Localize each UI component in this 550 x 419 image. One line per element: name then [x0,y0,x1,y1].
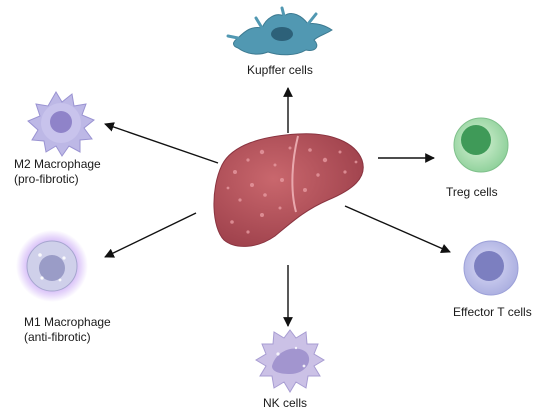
effector-t-cell-icon [463,240,519,296]
m1-macrophage-label-line1: M1 Macrophage [24,315,111,329]
m1-macrophage-label-line2: (anti-fibrotic) [24,330,91,344]
arrow-to-m2 [104,122,219,164]
liver-illustration [213,133,364,247]
m1-macrophage-label: M1 Macrophage (anti-fibrotic) [24,315,111,345]
m2-macrophage-label: M2 Macrophage (pro-fibrotic) [14,157,101,187]
effector-t-cells-label: Effector T cells [453,305,532,319]
m2-macrophage-label-line1: M2 Macrophage [14,157,101,171]
treg-cells-label: Treg cells [446,185,498,199]
arrow-to-m1 [104,212,197,258]
m2-macrophage-label-line2: (pro-fibrotic) [14,172,79,186]
arrows [104,87,451,327]
liver-spots [226,146,358,234]
m1-macrophage-icon [16,230,88,302]
kupffer-cells-label: Kupffer cells [247,63,313,77]
nk-cell-icon [255,329,325,393]
arrow-to-effector [344,205,451,253]
treg-cell-icon [453,117,509,173]
nk-cells-label: NK cells [263,396,308,410]
liver-ligament [291,135,299,213]
liver-shape [213,133,364,247]
kupffer-cell-icon [226,6,333,56]
m2-macrophage-icon [27,91,95,157]
